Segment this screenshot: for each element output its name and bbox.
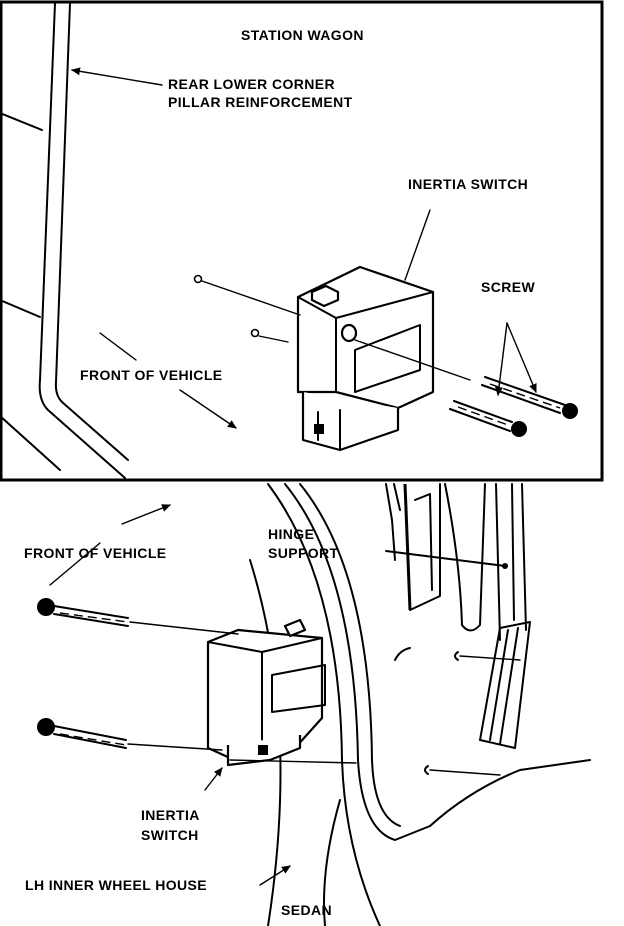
wagon-screw-lower: [449, 400, 527, 437]
sedan-section: FRONT OF VEHICLE HINGE SUPPORT INERTIA S…: [24, 483, 591, 926]
sedan-front-label: FRONT OF VEHICLE: [24, 545, 167, 561]
wagon-screw-holes: [193, 274, 471, 381]
sedan-body-contours: [249, 483, 591, 926]
station-wagon-frame: [0, 0, 604, 482]
sedan-inertia-label-line2: SWITCH: [141, 827, 199, 843]
hinge-structure: [394, 483, 531, 749]
sedan-inertia-switch: [206, 618, 326, 767]
wagon-inertia-switch: [296, 265, 435, 452]
sedan-title: SEDAN: [281, 902, 332, 918]
sedan-inertia-to-body-line: [229, 759, 357, 764]
pillar-leader-arrow: [71, 67, 163, 86]
hinge-label-line1: HINGE: [268, 526, 314, 542]
wagon-screw-upper: [481, 376, 578, 419]
wagon-front-label: FRONT OF VEHICLE: [80, 367, 223, 383]
sedan-screw-lower: [37, 718, 223, 751]
sedan-holes: [424, 651, 521, 776]
hinge-support-dot: [502, 563, 508, 569]
sedan-inertia-leader-arrow: [204, 767, 223, 791]
sedan-inertia-label-line1: INERTIA: [141, 807, 200, 823]
pillar-label-line2: PILLAR REINFORCEMENT: [168, 94, 353, 110]
pillar-label-line1: REAR LOWER CORNER: [168, 76, 335, 92]
wagon-front-arrow-head: [179, 389, 237, 429]
wheel-house-label: LH INNER WHEEL HOUSE: [25, 877, 207, 893]
wheel-house-leader-arrow: [259, 865, 291, 886]
hinge-support-leader: [385, 550, 506, 567]
wagon-inertia-switch-label: INERTIA SWITCH: [408, 176, 528, 192]
wagon-front-arrow-tail: [99, 332, 137, 361]
screw-label: SCREW: [481, 279, 535, 295]
inertia-switch-leader: [404, 209, 431, 281]
screw-leader-arrow-1: [506, 322, 537, 393]
sedan-front-arrow-head: [121, 504, 171, 525]
hinge-label-line2: SUPPORT: [268, 545, 339, 561]
pillar-reinforcement: [0, 2, 129, 479]
sedan-screw-upper: [37, 598, 239, 635]
sedan-front-arrow-tail: [49, 542, 101, 586]
station-wagon-title: STATION WAGON: [241, 27, 364, 43]
station-wagon-panel: STATION WAGON REAR LOWER CORNER PILLAR R…: [0, 0, 604, 482]
screw-leader-arrow-2: [495, 322, 508, 396]
